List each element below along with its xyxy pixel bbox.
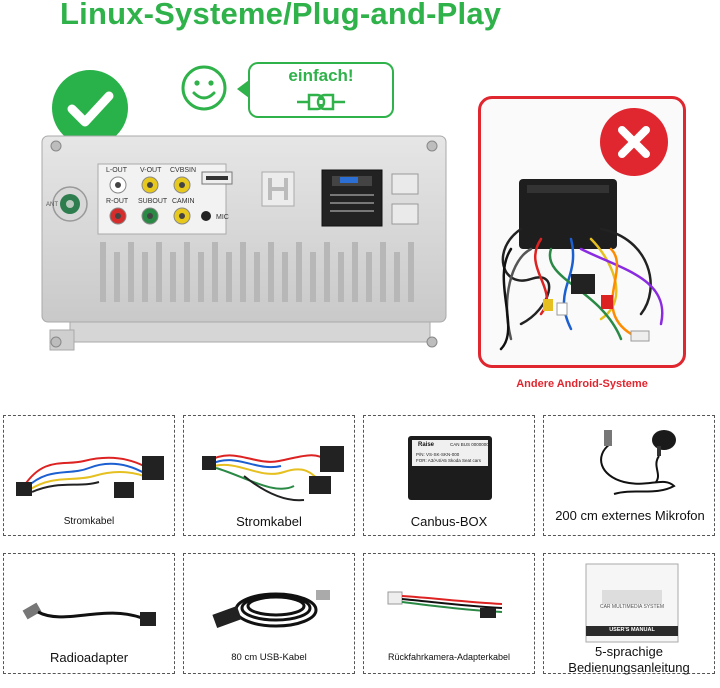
vout-label: V-OUT <box>140 167 162 174</box>
accessory-label-1: Stromkabel <box>63 516 115 527</box>
mic-label: MIC <box>216 214 229 221</box>
rca-jacks <box>109 176 211 225</box>
accessory-card-8: CAR MULTIMEDIA SYSTEM USER'S MANUAL 5-sp… <box>543 553 715 676</box>
accessory-card-5: Radioadapter <box>3 553 175 674</box>
manual-header: CAR MULTIMEDIA SYSTEM <box>599 604 665 610</box>
canbus-box-icon <box>408 436 492 500</box>
ant-label: ANT <box>46 202 58 208</box>
accessory-label-2: Stromkabel <box>236 514 302 529</box>
accessory-card-4: 200 cm externes Mikrofon <box>543 415 715 536</box>
bubble-text: einfach! <box>288 66 354 85</box>
accessory-label-8: 5-sprachige Bedienungsanleitung <box>568 644 690 676</box>
cross-icon <box>600 108 668 176</box>
speech-bubble <box>248 62 394 118</box>
smiley-icon <box>181 65 227 111</box>
bubble-tail <box>237 80 249 98</box>
canbus-brand: Raise <box>418 442 435 448</box>
lout-label: L-OUT <box>106 167 128 174</box>
power-harness-large-icon <box>202 446 344 502</box>
accessory-label-5: Radioadapter <box>49 650 129 665</box>
accessory-label-4: 200 cm externes Mikrofon <box>555 508 705 523</box>
page-title: Linux-Systeme/Plug-and-Play <box>60 0 502 31</box>
accessory-label-6: 80 cm USB-Kabel <box>231 652 307 663</box>
radio-adapter-icon <box>22 602 156 626</box>
accessory-card-1: Stromkabel <box>3 415 175 536</box>
accessory-card-6: 80 cm USB-Kabel <box>183 553 355 674</box>
radio-unit-back-image: ANT L-OUT V-OUT CVBSIN R-OUT SUBOUT CAMI… <box>41 135 447 351</box>
check-icon <box>52 70 128 146</box>
tangled-cables-image <box>499 179 664 351</box>
canbus-model: CAN BUS 0000000 <box>450 442 489 447</box>
other-android-label: Andere Android-Systeme <box>516 378 648 390</box>
cvbsin-label: CVBSIN <box>170 167 196 174</box>
microphone-icon <box>600 430 676 495</box>
power-harness-small-icon <box>16 456 164 498</box>
accessory-label-7: Rückfahrkamera-Adapterkabel <box>387 652 511 662</box>
canbus-line-2: FOR: A3/A4/A5 Skoda Seat cars <box>416 458 482 463</box>
usb-cable-icon <box>212 590 330 629</box>
accessory-card-7: Rückfahrkamera-Adapterkabel <box>363 553 535 674</box>
manual-footer: USER'S MANUAL <box>609 627 655 633</box>
canbus-line-1: P/N: VS-SK-SKN-000 <box>416 452 460 457</box>
plug-icon <box>297 93 345 111</box>
camera-adapter-cable-icon <box>387 591 503 618</box>
manual-icon <box>585 563 679 643</box>
accessory-card-2: Stromkabel <box>183 415 355 536</box>
camin-label: CAMIN <box>172 198 195 205</box>
accessory-card-3: Raise CAN BUS 0000000 P/N: VS-SK-SKN-000… <box>363 415 535 536</box>
rout-label: R-OUT <box>106 198 129 205</box>
accessory-label-3: Canbus-BOX <box>410 514 488 529</box>
subout-label: SUBOUT <box>138 198 168 205</box>
